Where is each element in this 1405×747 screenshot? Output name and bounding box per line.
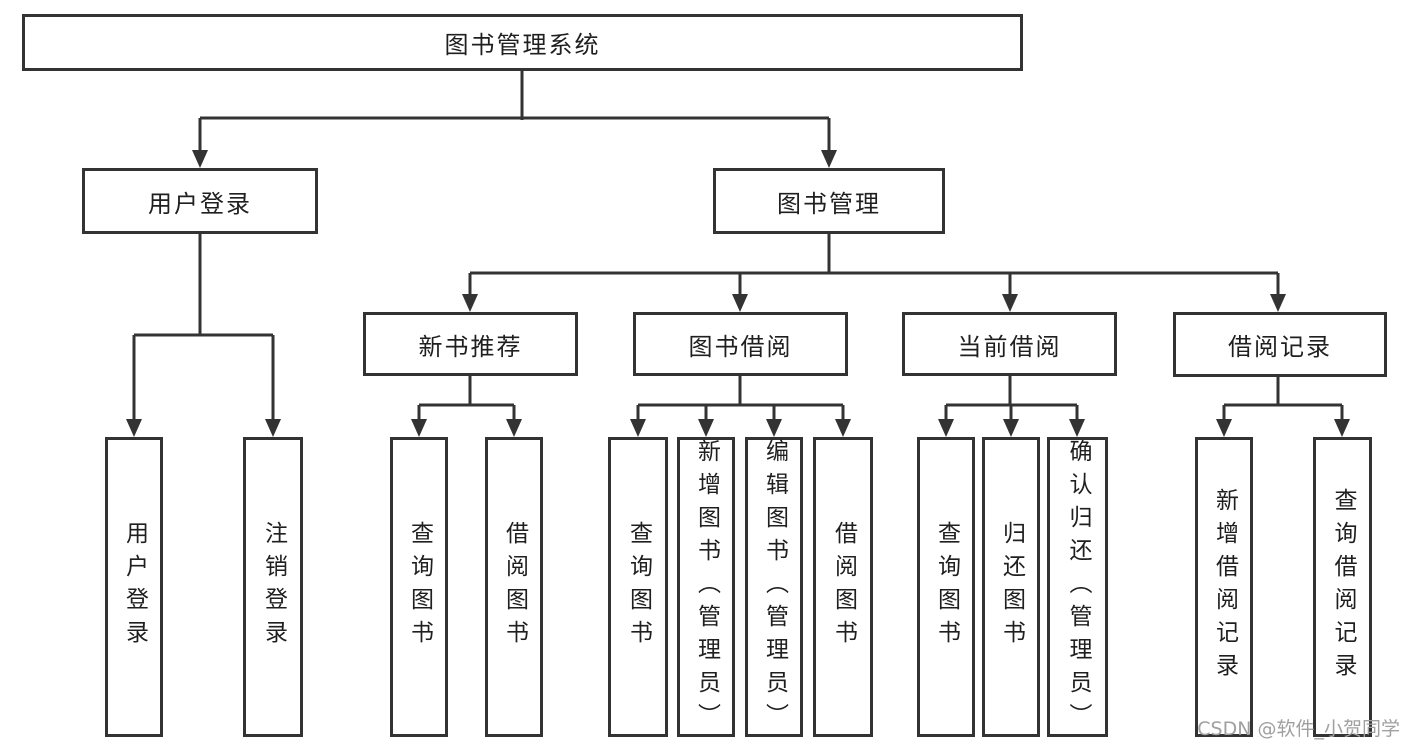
node-book-management: 图书管理	[713, 168, 945, 234]
leaf-add-borrow-record: 新增借阅记录	[1195, 437, 1253, 737]
node-label: 新书推荐	[418, 332, 523, 361]
leaf-query-books-recommend: 查询图书	[390, 437, 448, 737]
leaf-label: 注销登录	[260, 521, 287, 653]
leaf-user-login: 用户登录	[105, 437, 163, 737]
node-current-borrowing: 当前借阅	[902, 312, 1117, 376]
watermark: CSDN @软件_小贺同学	[1197, 718, 1400, 740]
leaf-add-books-admin: 新增图书（管理员）	[677, 437, 735, 737]
node-new-book-recommend: 新书推荐	[363, 312, 578, 376]
node-user-login: 用户登录	[82, 168, 318, 234]
node-label: 当前借阅	[957, 332, 1062, 361]
leaf-label: 新增图书（管理员）	[693, 438, 720, 736]
node-label: 用户登录	[148, 189, 252, 218]
leaf-label: 新增借阅记录	[1211, 488, 1238, 686]
leaf-label: 借阅图书	[501, 521, 528, 653]
leaf-confirm-return-admin: 确认归还（管理员）	[1047, 437, 1108, 737]
leaf-label: 借阅图书	[830, 521, 857, 653]
leaf-borrow-books-recommend: 借阅图书	[485, 437, 543, 737]
leaf-return-books: 归还图书	[982, 437, 1040, 737]
leaf-label: 查询借阅记录	[1330, 488, 1356, 686]
node-label: 图书借阅	[688, 332, 793, 361]
node-label: 借阅记录	[1228, 333, 1332, 361]
leaf-label: 用户登录	[121, 521, 148, 653]
node-library-management-system: 图书管理系统	[22, 14, 1023, 71]
leaf-logout: 注销登录	[243, 437, 303, 737]
leaf-label: 确认归还（管理员）	[1065, 438, 1091, 736]
leaf-label: 编辑图书（管理员）	[761, 438, 788, 736]
connector-paths	[132, 71, 1344, 421]
leaf-label: 查询图书	[406, 521, 433, 653]
leaf-query-borrow-record: 查询借阅记录	[1313, 437, 1372, 737]
leaf-query-books-current: 查询图书	[917, 437, 975, 737]
leaf-query-books-borrowing: 查询图书	[608, 437, 668, 737]
leaf-label: 查询图书	[933, 521, 960, 653]
leaf-label: 查询图书	[625, 521, 652, 653]
node-book-borrowing: 图书借阅	[633, 312, 848, 376]
node-label: 图书管理系统	[444, 31, 601, 59]
leaf-borrow-books: 借阅图书	[813, 437, 873, 737]
node-borrow-records: 借阅记录	[1173, 312, 1387, 377]
leaf-edit-books-admin: 编辑图书（管理员）	[745, 437, 803, 737]
node-label: 图书管理	[777, 189, 881, 218]
leaf-label: 归还图书	[998, 521, 1025, 653]
